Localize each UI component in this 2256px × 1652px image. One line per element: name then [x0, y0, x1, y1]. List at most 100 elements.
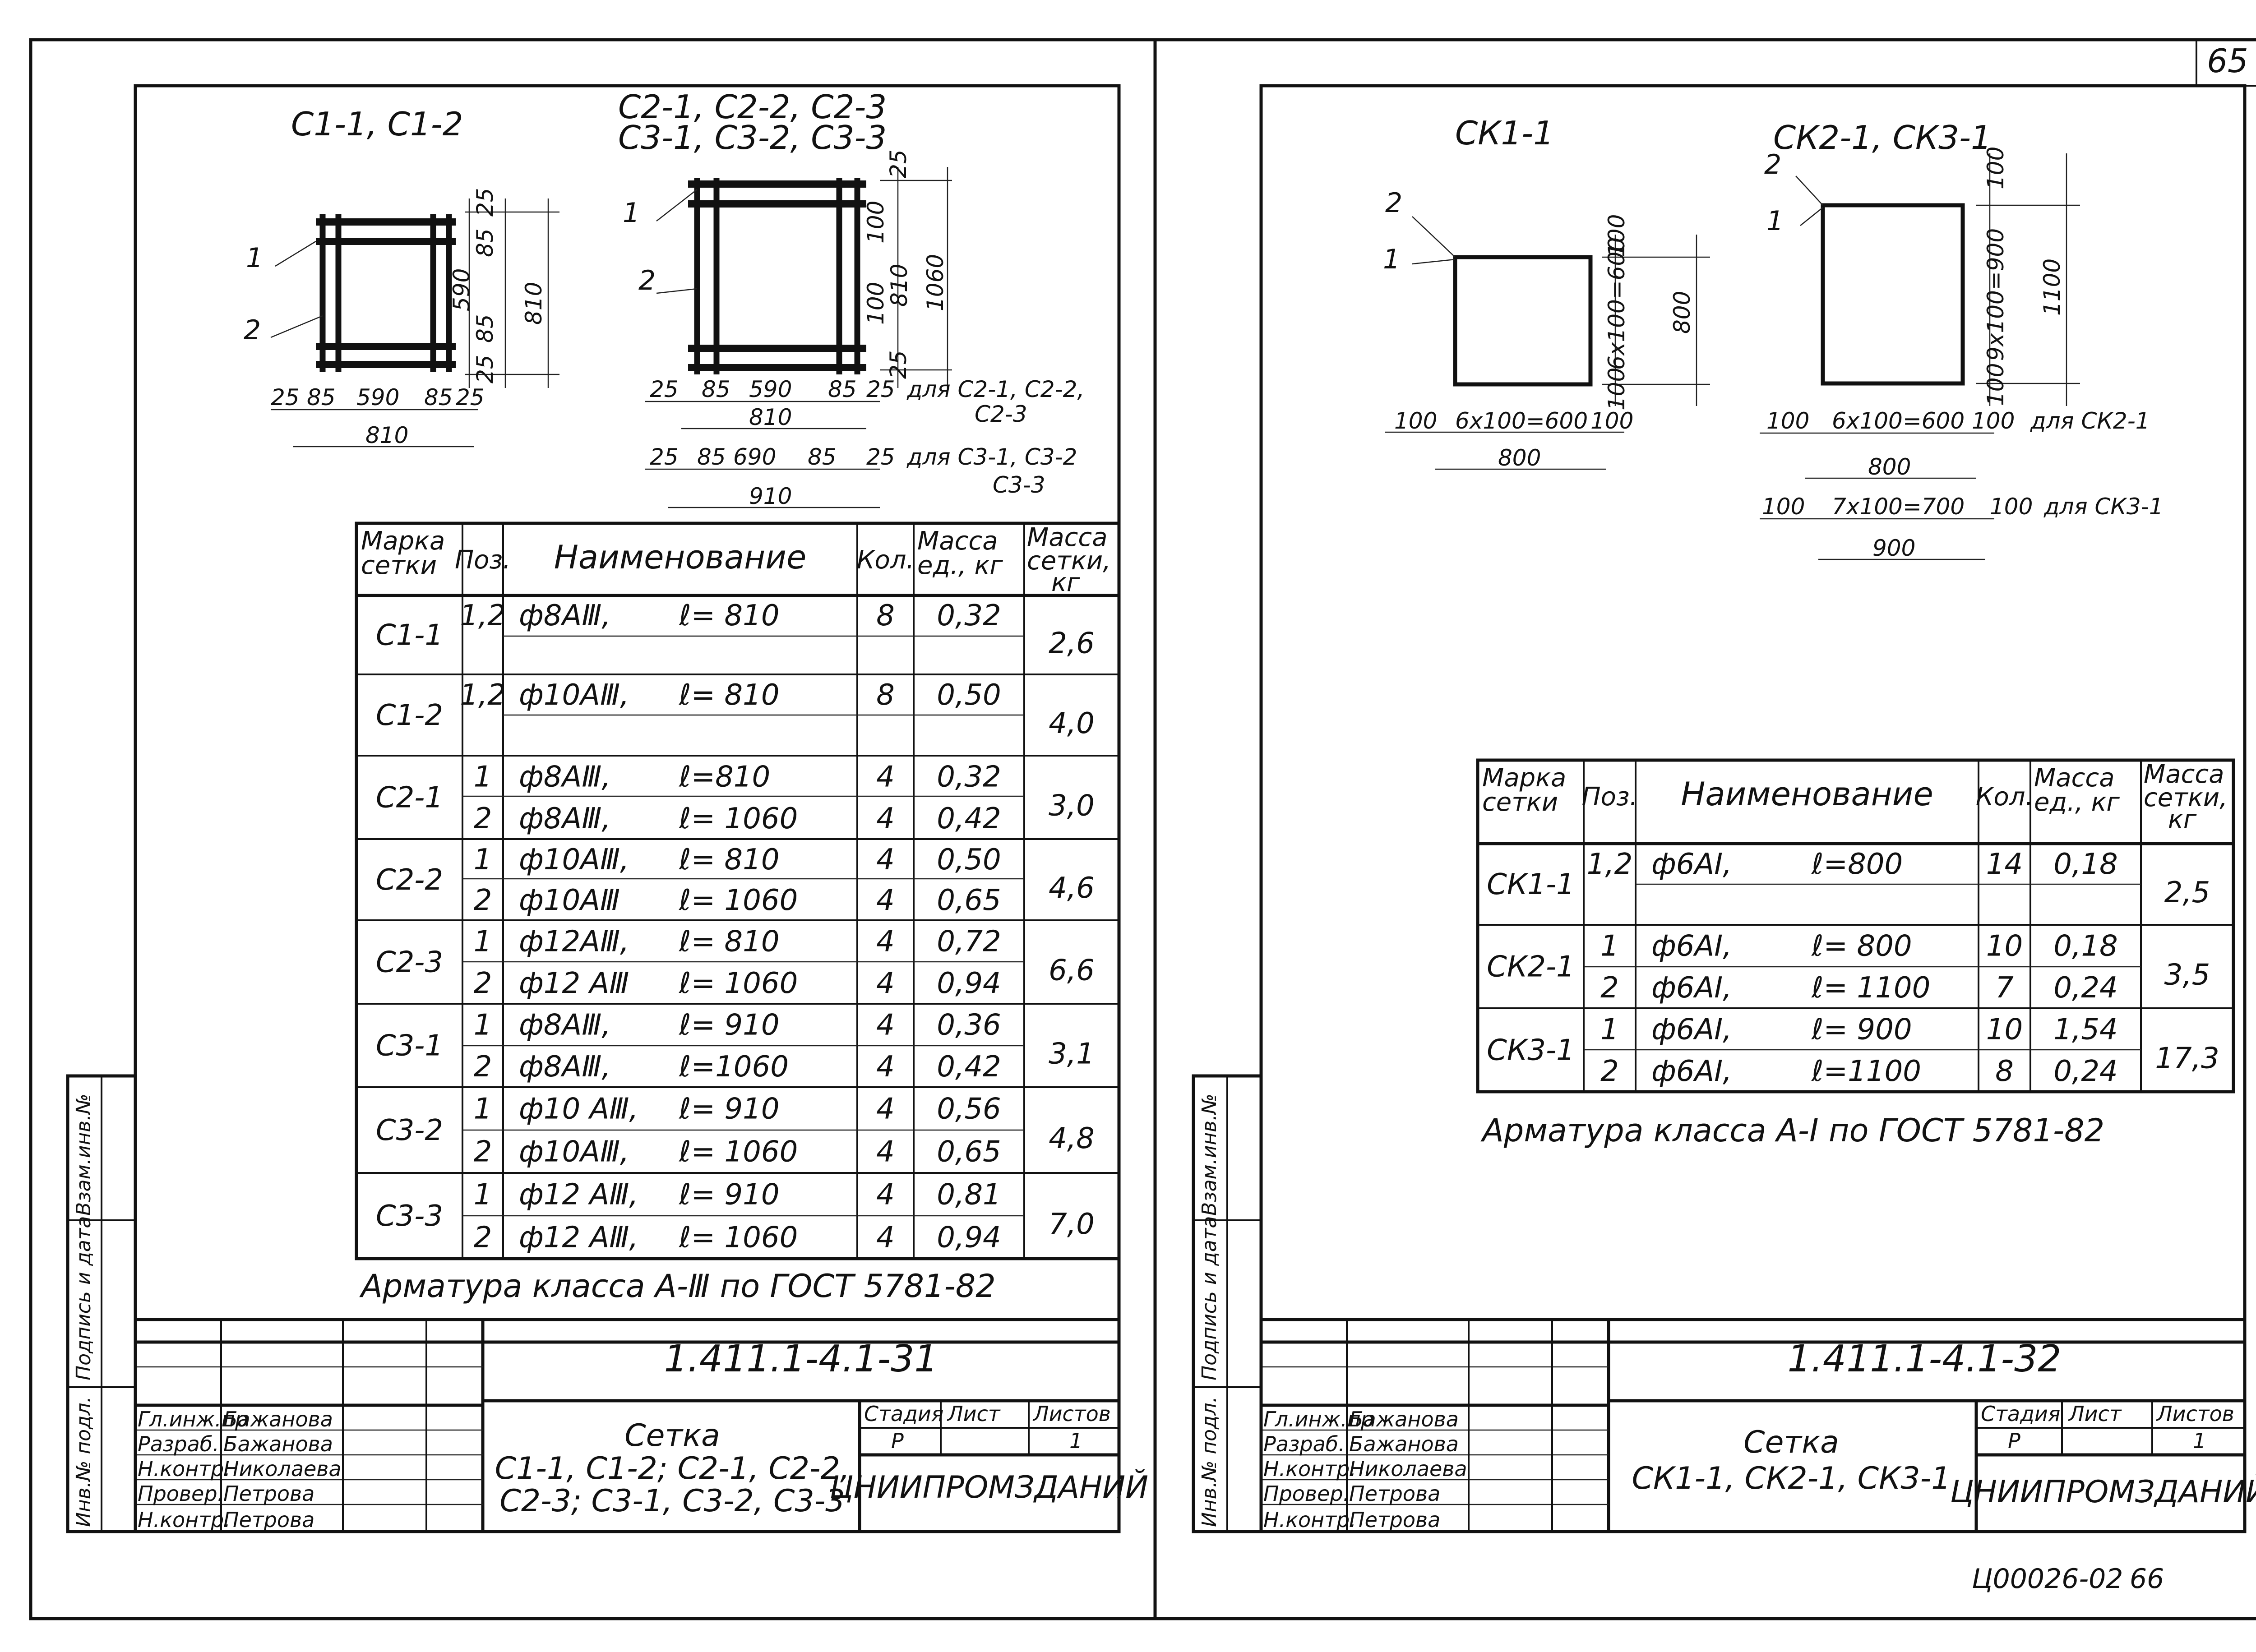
mesh-mark: С1-1: [376, 619, 443, 652]
left-side-vzam: Взам.инв.№: [72, 1094, 95, 1216]
row-unit-mass: 0,36: [937, 1008, 1001, 1042]
mesh-mark: СК1-1: [1487, 868, 1575, 901]
row-unit-mass: 0,24: [2053, 971, 2118, 1005]
row-qty: 4: [876, 802, 895, 835]
left-note: Арматура класса А-Ⅲ по ГОСТ 5781-82: [359, 1268, 996, 1305]
right-stamp-org: ЦНИИПРОМЗДАНИЙ: [1950, 1474, 2256, 1510]
mesh-total-mass: 6,6: [1049, 954, 1095, 988]
left-side-strip: Инв.№ подл. Подпись и дата Взам.инв.№: [66, 1074, 137, 1533]
left-fig2-h1-2: 85: [702, 376, 730, 402]
row-length: ℓ= 1060: [679, 967, 798, 1000]
mesh-total-mass: 2,5: [2164, 876, 2210, 909]
right-fig1-vdim-total: 800: [1669, 291, 1695, 334]
left-fig2-h2-total: 910: [749, 483, 792, 509]
left-fig2-vdim-3: 810: [886, 264, 912, 307]
row-length: ℓ= 1100: [1811, 971, 1930, 1005]
left-fig2-label-line2: С3-1, С3-2, С3-3: [618, 119, 887, 157]
left-stamp-code: 1.411.1-4.1-31: [664, 1338, 938, 1380]
row-unit-mass: 0,81: [937, 1178, 1001, 1212]
right-title-block: 1.411.1-4.1-32 Гл.инж.прРазраб.Н.контр.П…: [1259, 1318, 2256, 1533]
right-fig1-vdim-2: 6х100=600: [1604, 237, 1630, 370]
row-qty: 4: [876, 967, 895, 1000]
header-pos: Поз.: [455, 545, 511, 575]
stamp-name: Петрова: [223, 1481, 314, 1506]
left-stamp-people: Гл.инж.прРазраб.Н.контр.Провер.Н.контр.Б…: [138, 1407, 342, 1532]
row-pos: 1,2: [460, 599, 506, 632]
stamp-name: Бажанова: [1349, 1432, 1459, 1456]
left-fig2-h1-3: 590: [749, 376, 792, 402]
left-fig1-pos2: 2: [244, 314, 261, 346]
mesh-mark: СК3-1: [1487, 1034, 1575, 1067]
right-note: Арматура класса А-Ⅰ по ГОСТ 5781-82: [1480, 1112, 2104, 1149]
right-fig1-label: СК1-1: [1455, 114, 1554, 152]
right-fig1-pos1: 1: [1383, 244, 1400, 275]
right-fig2-label: СК2-1, СК3-1: [1773, 119, 1992, 157]
row-unit-mass: 1,54: [2053, 1013, 2118, 1046]
row-qty: 4: [876, 884, 895, 917]
row-pos: 2: [474, 1221, 492, 1255]
row-length: ℓ= 810: [679, 843, 780, 877]
left-fig2-h2-3: 690: [733, 444, 776, 470]
right-fig2-vdim-total: 1100: [2039, 258, 2065, 316]
stamp-role: Н.контр.: [138, 1457, 231, 1481]
row-name: ф12 АⅢ,: [519, 1221, 638, 1255]
row-length: ℓ= 1060: [679, 884, 798, 917]
mesh-total-mass: 7,0: [1049, 1208, 1095, 1241]
right-fig1-pos2: 2: [1385, 187, 1402, 219]
mesh-total-mass: 3,5: [2164, 959, 2210, 992]
right-fig2-h2-2: 7х100=700: [1832, 494, 1965, 520]
header-name: Наименование: [1681, 775, 1933, 813]
row-name: ф10 АⅢ,: [519, 1093, 638, 1126]
left-stamp-stage: Р: [891, 1429, 904, 1453]
left-fig2-h2-note: для С3-1, С3-2: [906, 444, 1077, 470]
row-unit-mass: 0,94: [937, 1221, 1001, 1255]
row-qty: 4: [876, 1050, 895, 1084]
left-fig1-pos1: 1: [246, 242, 263, 274]
row-pos: 2: [474, 1050, 492, 1084]
row-name: ф10АⅢ: [519, 884, 620, 917]
row-unit-mass: 0,32: [937, 599, 1001, 632]
row-name: ф8АⅢ,: [519, 760, 611, 794]
row-pos: 1,2: [460, 678, 506, 712]
row-length: ℓ= 810: [679, 678, 780, 712]
left-fig1-vdim-3: 590: [448, 268, 475, 311]
row-pos: 1: [474, 925, 492, 958]
header-net-mass-3: кг: [2168, 805, 2197, 834]
row-unit-mass: 0,42: [937, 1050, 1001, 1084]
row-unit-mass: 0,50: [937, 678, 1001, 712]
right-side-inv: Инв.№ подл.: [1198, 1396, 1221, 1527]
right-stamp-stage: Р: [2008, 1429, 2020, 1453]
right-fig2-h1-note: для СК2-1: [2030, 408, 2150, 434]
header-mark-1: Марка: [361, 526, 445, 556]
row-qty: 14: [1986, 848, 2023, 881]
left-fig2-h1-note2: С2-3: [975, 401, 1027, 427]
mesh-mark: С3-2: [376, 1114, 443, 1147]
header-net-mass-1: Масса: [1027, 523, 1108, 552]
row-unit-mass: 0,94: [937, 967, 1001, 1000]
mesh-mark: СК2-1: [1487, 951, 1575, 984]
row-length: ℓ=1100: [1811, 1055, 1921, 1088]
row-pos: 1,2: [1587, 848, 1633, 881]
row-name: ф10АⅢ,: [519, 1135, 629, 1169]
outer-borders: [29, 38, 2256, 1620]
header-mark-2: сетки: [1482, 788, 1558, 817]
row-pos: 2: [1600, 971, 1619, 1005]
right-fig2-mesh: СК2-1, СК3-1 2 1 100 9х100=900 100 1100 …: [1760, 119, 2164, 561]
right-stamp-stage-header: Стадия: [1981, 1402, 2060, 1426]
left-fig1-hdim-2: 85: [307, 384, 336, 411]
row-name: ф10АⅢ,: [519, 843, 629, 877]
row-name: ф12 АⅢ,: [519, 1178, 638, 1212]
header-net-mass-1: Масса: [2144, 760, 2224, 789]
left-fig1-label: С1-1, С1-2: [291, 105, 463, 143]
left-side-sign: Подпись и дата: [72, 1216, 95, 1380]
right-side-vzam: Взам.инв.№: [1198, 1094, 1221, 1216]
stamp-name: Бажанова: [1349, 1407, 1459, 1431]
left-fig2-vdim-1: 25: [885, 149, 911, 178]
stamp-role: Гл.инж.пр: [1263, 1407, 1374, 1431]
footer-page: 66: [2130, 1563, 2164, 1595]
stamp-name: Бажанова: [223, 1432, 333, 1456]
right-fig2-h1-3: 100: [1972, 408, 2015, 434]
left-fig2-h2-note2: С3-3: [993, 472, 1045, 498]
stamp-name: Петрова: [1349, 1481, 1440, 1506]
